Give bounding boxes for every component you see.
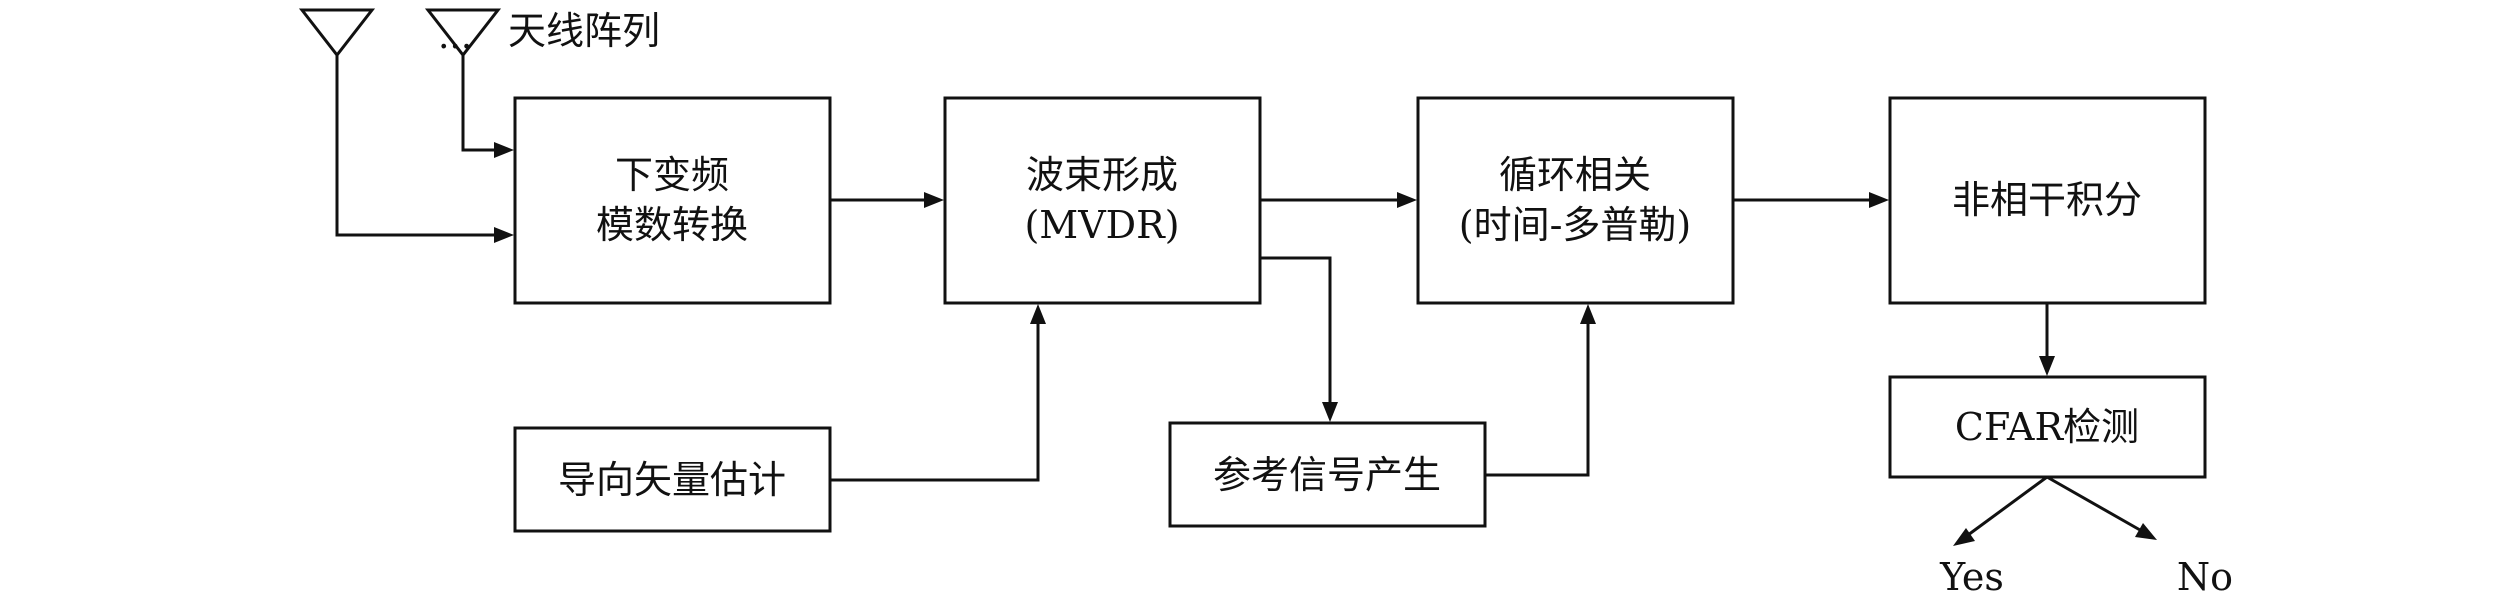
block-reference-signal: 参考信号产生 <box>1168 421 1487 528</box>
block-noncoherent-line1: 非相干积分 <box>1952 178 2142 222</box>
arrowhead <box>2135 523 2157 540</box>
block-reference-line1: 参考信号产生 <box>1213 453 1441 497</box>
arrowhead <box>494 142 514 158</box>
arrowhead <box>1953 528 1975 546</box>
block-downconvert: 下变频 模数转换 <box>513 96 832 305</box>
arrowhead <box>1322 402 1338 422</box>
block-cyclic-line2: (时间-多普勒) <box>1459 203 1692 247</box>
block-beamforming: 波束形成 (MVDR) <box>943 96 1262 305</box>
antenna-1-icon <box>298 8 376 75</box>
arrow-beamforming-to-reference <box>1260 256 1332 403</box>
output-yes-label: Yes <box>1939 555 2004 599</box>
block-cyclic-line1: 循环相关 <box>1499 153 1651 197</box>
antenna-dots: ... <box>438 16 472 57</box>
block-beamforming-line1: 波束形成 <box>1026 153 1178 197</box>
antenna-array-label: 天线阵列 <box>508 9 660 53</box>
branch-no <box>2046 475 2141 532</box>
block-cfar-line1: CFAR检测 <box>1955 405 2139 449</box>
branch-yes <box>1967 475 2048 537</box>
arrowhead <box>1397 192 1417 208</box>
arrowhead <box>924 192 944 208</box>
arrow-steering-to-beamforming <box>830 323 1040 482</box>
arrow-reference-to-cyclic <box>1485 323 1590 477</box>
block-cyclic-correlation: 循环相关 (时间-多普勒) <box>1416 96 1735 305</box>
arrowhead <box>494 227 514 243</box>
antenna-1-feed <box>335 75 495 237</box>
antenna-2-feed <box>461 75 495 152</box>
arrowhead <box>1030 304 1046 324</box>
arrowhead <box>2039 356 2055 376</box>
arrowhead <box>1580 304 1596 324</box>
arrowhead <box>1869 192 1889 208</box>
antenna-2-icon <box>424 8 502 75</box>
block-beamforming-line2: (MVDR) <box>1024 203 1179 247</box>
block-noncoherent-integration: 非相干积分 <box>1888 96 2207 305</box>
block-downconvert-line1: 下变频 <box>615 153 729 197</box>
block-downconvert-line2: 模数转换 <box>596 203 748 247</box>
block-steering-vector: 导向矢量估计 <box>513 426 832 533</box>
block-steering-line1: 导向矢量估计 <box>558 458 786 502</box>
output-no-label: No <box>2177 555 2233 599</box>
block-cfar: CFAR检测 <box>1888 375 2207 479</box>
